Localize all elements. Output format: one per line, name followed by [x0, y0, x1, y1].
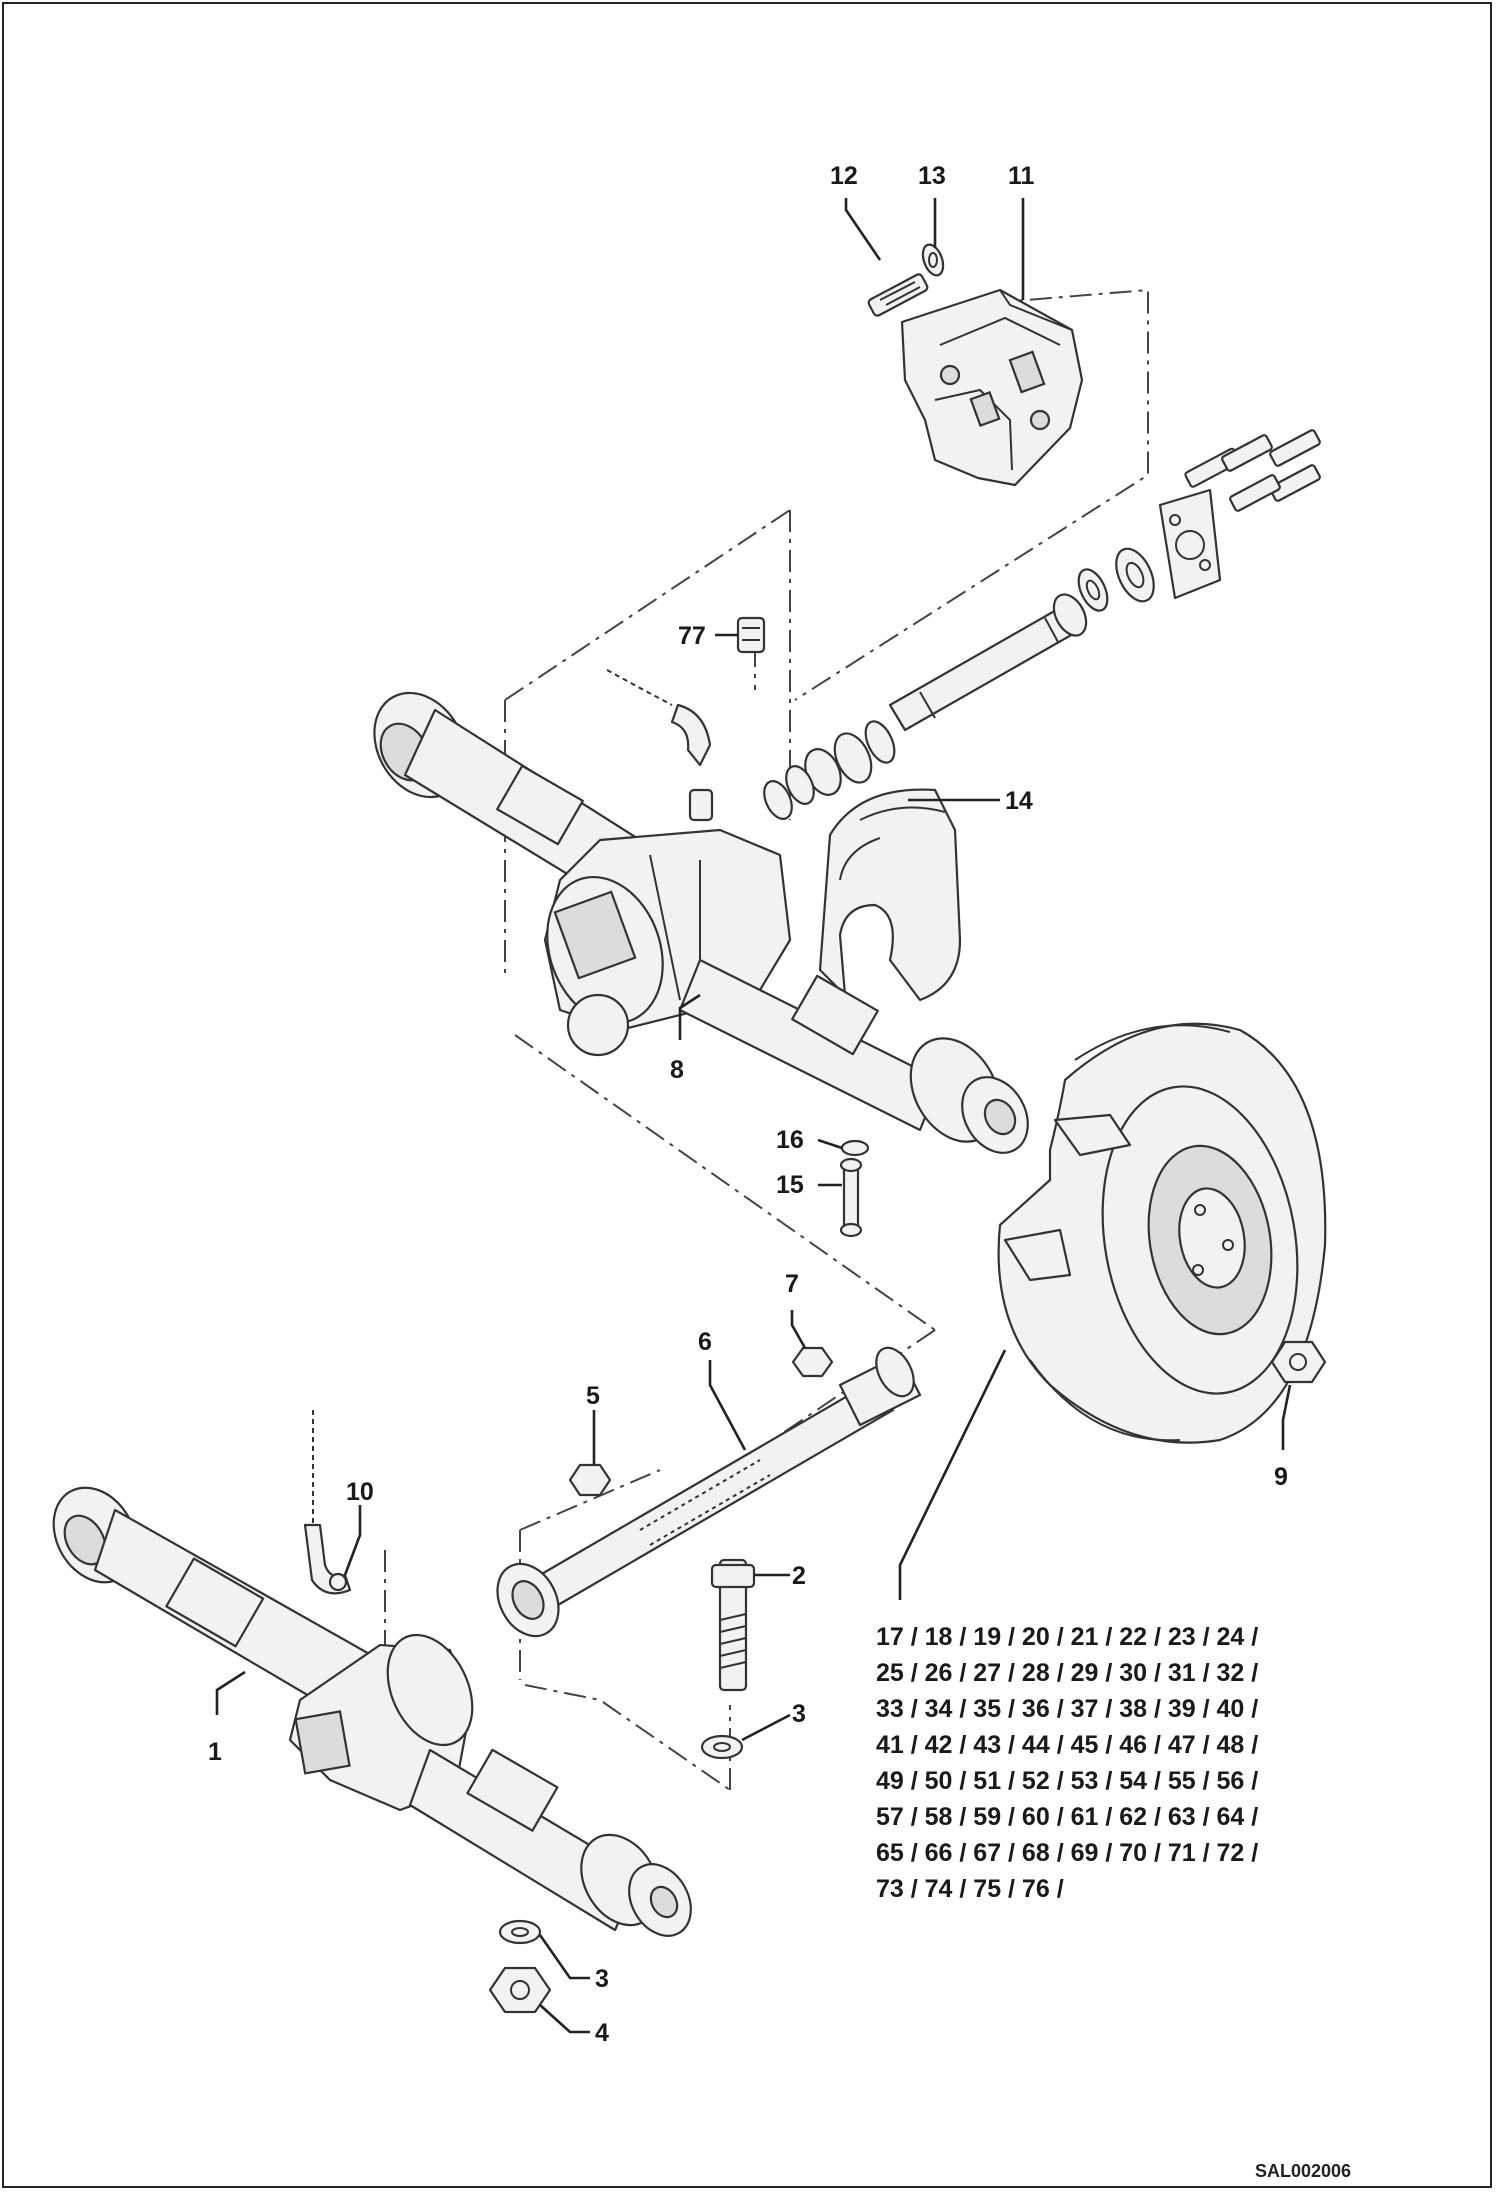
callout-8: 8: [670, 1056, 684, 1084]
parts-list-line: 65 / 66 / 67 / 68 / 69 / 70 / 71 / 72 /: [876, 1839, 1258, 1867]
callout-labels: 12 13 11 77 14 8 16 15 7 6 5 9 10 2 3 1 …: [208, 162, 1288, 2047]
part-10-hose-fitting: [303, 1410, 352, 1595]
parts-list-line: 25 / 26 / 27 / 28 / 29 / 30 / 31 / 32 /: [876, 1659, 1258, 1687]
parts-list-line: 73 / 74 / 75 / 76 /: [876, 1875, 1064, 1903]
part-15-bolt: [839, 1157, 863, 1238]
part-11-valve-housing: [900, 288, 1084, 487]
flange-bolts: [1184, 429, 1321, 512]
part-13-washer: [921, 243, 945, 277]
part-16-washer: [840, 1139, 870, 1157]
callout-9: 9: [1274, 1463, 1288, 1491]
callout-4: 4: [595, 2019, 609, 2047]
callout-77: 77: [678, 622, 706, 650]
part-2-bolt: [710, 1558, 756, 1692]
parts-list-line: 33 / 34 / 35 / 36 / 37 / 38 / 39 / 40 /: [876, 1695, 1258, 1723]
callout-11: 11: [1008, 162, 1035, 190]
bearing-rings: [763, 720, 896, 820]
callout-10: 10: [346, 1478, 374, 1506]
callout-6: 6: [698, 1328, 712, 1356]
parts-list-line: 57 / 58 / 59 / 60 / 61 / 62 / 63 / 64 /: [876, 1803, 1258, 1831]
upper-hose-fitting: [606, 669, 714, 822]
shaft-flange-plate: [1158, 488, 1222, 600]
callout-3-upper: 3: [792, 1700, 806, 1728]
part-4-nut: [488, 1966, 552, 2014]
shaft-washers: [1077, 547, 1155, 612]
callout-1: 1: [208, 1738, 222, 1766]
drawing-reference: SAL002006: [1255, 2161, 1351, 2181]
part-7-nut: [791, 1346, 834, 1378]
part-77-breather: [736, 616, 766, 654]
parts-list-line: 49 / 50 / 51 / 52 / 53 / 54 / 55 / 56 /: [876, 1767, 1258, 1795]
wheel-parts-list: 17 / 18 / 19 / 20 / 21 / 22 / 23 / 24 / …: [876, 1623, 1258, 1903]
callout-3-lower: 3: [595, 1965, 609, 1993]
leader-lines: [215, 198, 1292, 2034]
parts-list-line: 41 / 42 / 43 / 44 / 45 / 46 / 47 / 48 /: [876, 1731, 1258, 1759]
part-1-front-axle: [52, 1486, 692, 1937]
part-14-fender-guard: [818, 788, 962, 1002]
parts-list-line: 17 / 18 / 19 / 20 / 21 / 22 / 23 / 24 /: [876, 1623, 1258, 1651]
callout-14: 14: [1005, 787, 1033, 815]
upper-drive-shaft: [888, 593, 1088, 732]
callout-7: 7: [785, 1270, 799, 1298]
part-6-propeller-shaft: [496, 1346, 922, 1638]
callout-2: 2: [792, 1562, 806, 1590]
part-3-washer-lower: [498, 1919, 542, 1945]
part-9-wheel-nut: [1270, 1340, 1327, 1384]
callout-5: 5: [586, 1382, 600, 1410]
wheel-tyre-assembly: [997, 1022, 1327, 1444]
part-8-rear-axle: [373, 691, 1029, 1154]
part-5-nut: [568, 1463, 612, 1497]
callout-12: 12: [830, 162, 858, 190]
callout-13: 13: [918, 162, 946, 190]
part-3-washer-upper: [700, 1734, 744, 1760]
part-12-screw: [867, 273, 929, 317]
callout-15: 15: [776, 1171, 804, 1199]
callout-16: 16: [776, 1126, 804, 1154]
